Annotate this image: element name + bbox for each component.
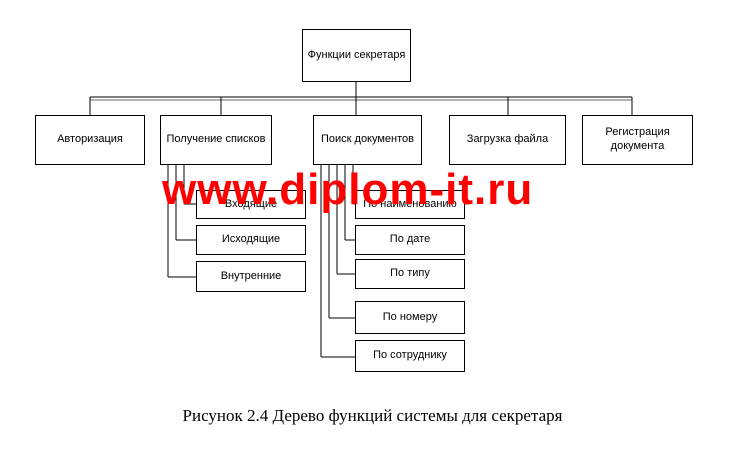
node-authorization: Авторизация [35,115,145,165]
node-by-number: По номеру [355,301,465,334]
node-outgoing-label: Исходящие [221,233,281,246]
node-by-name: По наименованию [355,190,465,219]
node-by-employee: По сотруднику [355,340,465,372]
node-document-registration-label: Регистрация документа [605,126,670,152]
node-by-name-label: По наименованию [363,197,457,210]
watermark-text: www.diplom-it.ru [162,165,534,214]
node-internal: Внутренние [196,261,306,292]
node-by-type-label: По типу [390,267,430,280]
node-document-registration: Регистрация документа [582,115,693,165]
node-file-upload: Загрузка файла [449,115,566,165]
node-document-search-label: Поиск документов [320,133,415,146]
node-by-type: По типу [355,259,465,289]
node-incoming: Входящие [196,190,306,219]
node-by-date: По дате [355,225,465,255]
node-by-employee-label: По сотруднику [373,349,447,362]
node-authorization-label: Авторизация [57,133,123,146]
node-file-upload-label: Загрузка файла [466,133,549,146]
node-get-lists-label: Получение списков [166,133,266,146]
node-document-search: Поиск документов [313,115,422,165]
node-by-date-label: По дате [389,233,431,246]
node-by-number-label: По номеру [382,310,438,323]
node-root-label: Функции секретаря [307,48,406,61]
node-incoming-label: Входящие [224,197,278,210]
node-get-lists: Получение списков [160,115,272,165]
figure-caption: Рисунок 2.4 Дерево функций системы для с… [182,406,563,425]
node-internal-label: Внутренние [220,269,282,282]
node-outgoing: Исходящие [196,225,306,255]
node-root: Функции секретаря [302,29,411,82]
